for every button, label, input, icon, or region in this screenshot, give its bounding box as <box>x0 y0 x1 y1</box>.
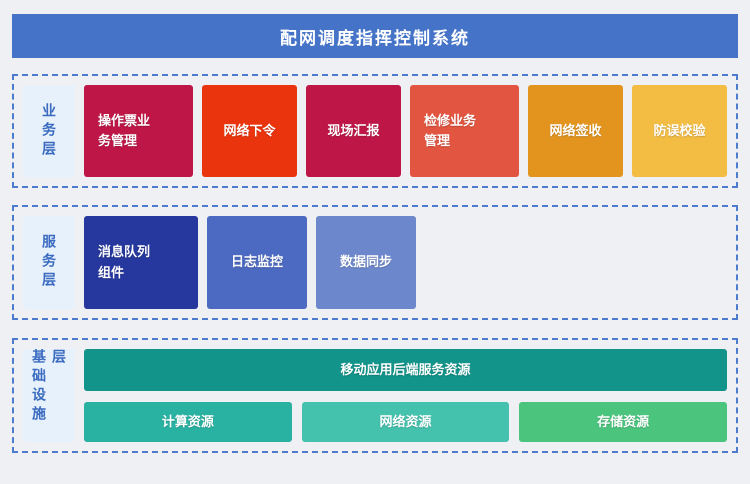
layer-label-business: 业务层 <box>23 85 75 177</box>
box-label: 日志监控 <box>230 254 283 270</box>
box-site-report: 现场汇报 <box>306 85 401 177</box>
box-label: 网络资源 <box>379 413 432 429</box>
box-network-signoff: 网络签收 <box>528 85 623 177</box>
box-label: 移动应用后端服务资源 <box>340 361 471 377</box>
box-label: 计算资源 <box>161 413 214 429</box>
box-operation-ticket-management: 操作票业务管理 <box>84 85 193 177</box>
box-label: 现场汇报 <box>327 122 380 138</box>
box-maintenance-business-management: 检修业务管理 <box>410 85 519 177</box>
box-mobile-backend-service-resources: 移动应用后端服务资源 <box>84 349 727 391</box>
box-error-prevention-check: 防误校验 <box>632 85 727 177</box>
box-label: 操作票业务管理 <box>98 112 151 148</box>
box-label: 检修业务管理 <box>424 112 477 148</box>
box-log-monitoring: 日志监控 <box>207 216 307 309</box>
box-label: 防误校验 <box>653 122 706 138</box>
layer-section-infrastructure: 基础设施层 移动应用后端服务资源 计算资源 网络资源 存储资源 <box>12 338 738 453</box>
box-label: 网络签收 <box>549 122 602 138</box>
layer-label-service: 服务层 <box>23 216 75 309</box>
box-compute-resources: 计算资源 <box>84 402 292 442</box>
system-title-banner: 配网调度指挥控制系统 <box>12 14 738 58</box>
infrastructure-resource-row: 计算资源 网络资源 存储资源 <box>84 402 728 442</box>
box-label: 存储资源 <box>597 413 650 429</box>
architecture-diagram: 配网调度指挥控制系统 业务层 操作票业务管理 网络下令 现场汇报 检修业务管理 … <box>0 14 750 484</box>
layer-label-infrastructure: 基础设施层 <box>23 349 75 442</box>
box-label: 消息队列组件 <box>98 244 151 280</box>
box-network-order: 网络下令 <box>202 85 297 177</box>
box-label: 网络下令 <box>223 122 276 138</box>
page-title: 配网调度指挥控制系统 <box>280 28 470 48</box>
box-message-queue-component: 消息队列组件 <box>84 216 198 309</box>
layer-section-business: 业务层 操作票业务管理 网络下令 现场汇报 检修业务管理 网络签收 防误校验 <box>12 74 738 188</box>
box-network-resources: 网络资源 <box>301 402 510 442</box>
infrastructure-content: 移动应用后端服务资源 计算资源 网络资源 存储资源 <box>84 349 728 442</box>
layer-section-service: 服务层 消息队列组件 日志监控 数据同步 <box>12 205 738 320</box>
box-data-sync: 数据同步 <box>316 216 416 309</box>
box-label: 数据同步 <box>339 254 392 270</box>
box-storage-resources: 存储资源 <box>519 402 728 442</box>
